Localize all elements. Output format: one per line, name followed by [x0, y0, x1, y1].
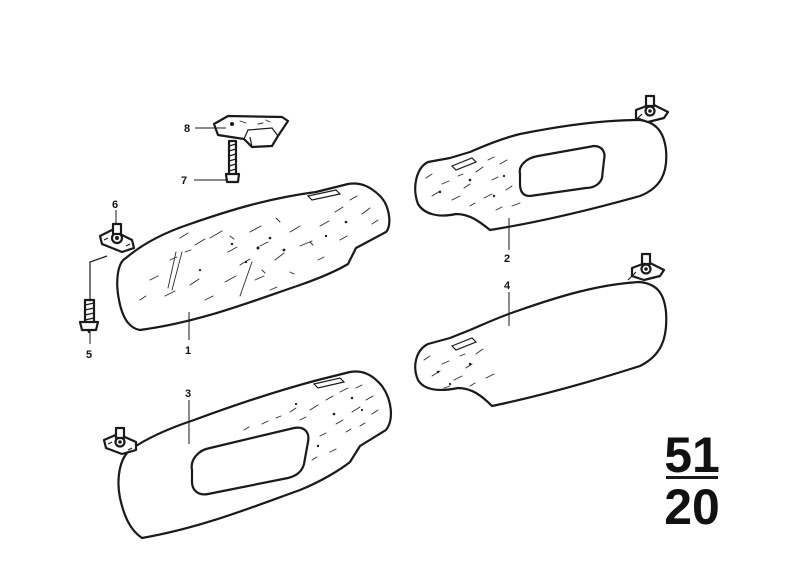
callout-3: 3: [185, 388, 191, 400]
sun-visor-part-2: [414, 94, 670, 250]
callout-1: 1: [185, 345, 191, 357]
callout-7: 7: [181, 175, 187, 187]
mounting-bracket: [212, 114, 290, 149]
sun-visor-part-1: [116, 182, 391, 340]
group-divider: [666, 476, 718, 479]
group-number: 51 20: [664, 427, 720, 535]
callout-5: 5: [86, 349, 92, 361]
group-sub-number: 20: [664, 479, 720, 535]
visor-1-texture: [139, 195, 379, 301]
group-main-number: 51: [664, 427, 720, 483]
callout-6: 6: [112, 199, 118, 211]
visor-3-texture: [243, 384, 379, 461]
callout-8: 8: [184, 123, 190, 135]
pivot-clip-part-6: [98, 222, 136, 254]
visor-2-texture: [425, 156, 521, 211]
screw-part-7: [224, 139, 241, 184]
screw-part-5: [78, 255, 108, 344]
sun-visor-part-3: [102, 370, 392, 540]
visor-4-texture: [423, 348, 495, 389]
sun-visor-part-4: [414, 252, 668, 408]
callout-2: 2: [504, 253, 510, 265]
callout-4: 4: [504, 280, 511, 292]
